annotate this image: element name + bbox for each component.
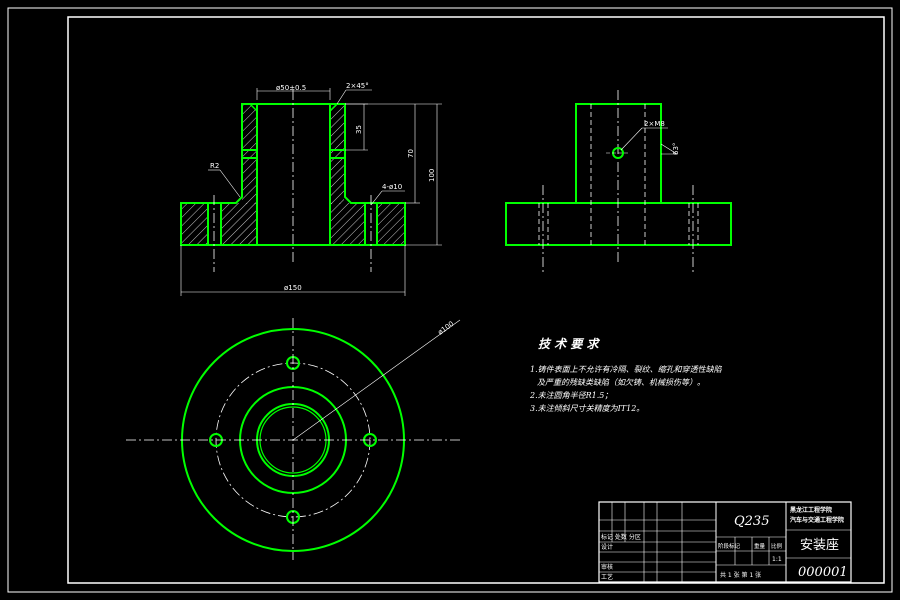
dim-35: 35 (355, 125, 363, 134)
side-flange (505, 202, 732, 246)
tech-line-3: 2.未注圆角半径R1.5； (529, 391, 612, 400)
side-view: 2×M8 63° (505, 90, 732, 272)
dim-70: 70 (407, 149, 415, 158)
front-section-view: ø50±0.5 2×45° 35 70 100 4-ø10 R2 ø150 (180, 82, 442, 296)
drawing-number: 000001 (798, 565, 848, 580)
dim-pcd: ø100 (436, 320, 455, 337)
tech-line-1: 1.铸件表面上不允许有冷隔、裂纹、缩孔和穿透性缺陷 (530, 365, 723, 374)
dim-holes: 4-ø10 (382, 183, 402, 191)
scale-value: 1:1 (772, 556, 782, 563)
scale-label: 比例 (771, 542, 783, 550)
hatch-right-tube (330, 104, 344, 204)
tech-requirements: 技 术 要 求 1.铸件表面上不允许有冷隔、裂纹、缩孔和穿透性缺陷 及严重的残缺… (529, 337, 723, 413)
dim-chamfer: 2×45° (346, 82, 369, 90)
dim-outer-dia: ø150 (284, 284, 302, 292)
row-label-2: 设计 (601, 543, 613, 551)
row-label-3: 审核 (601, 563, 613, 571)
hatch-right-flange (377, 203, 405, 245)
title-block: Q235 黑龙江工程学院 汽车与交通工程学院 安装座 000001 标记 处数 … (598, 501, 852, 583)
part-name: 安装座 (800, 538, 839, 553)
material: Q235 (734, 514, 769, 529)
school-2: 汽车与交通工程学院 (790, 516, 844, 524)
dim-100: 100 (428, 169, 436, 182)
hatch-left-inner (221, 203, 257, 245)
stage-label: 阶段标记 (718, 542, 741, 550)
top-view: ø100 (126, 318, 462, 560)
tech-line-2: 及严重的残缺类缺陷（如欠铸、机械损伤等）。 (537, 378, 705, 387)
sheet-count: 共 1 张 第 1 张 (720, 571, 761, 579)
school-1: 黑龙江工程学院 (790, 506, 832, 514)
outer-border (7, 7, 893, 593)
weight-label: 重量 (754, 542, 766, 550)
dim-side-hole: 2×M8 (644, 120, 665, 128)
side-boss (575, 103, 662, 204)
row-label-1: 标记 处数 分区 (601, 533, 641, 541)
row-label-4: 工艺 (601, 573, 613, 581)
hatch-left-flange (181, 203, 208, 245)
hatch-right-inner (330, 203, 365, 245)
inner-frame (67, 16, 885, 584)
tech-line-4: 3.未注倾斜尺寸关精度为IT12。 (530, 404, 644, 413)
hatch-left-tube (242, 104, 257, 204)
dim-angle: 63° (672, 143, 680, 155)
dim-fillet: R2 (210, 162, 219, 170)
tech-title: 技 术 要 求 (538, 337, 601, 351)
dim-bore-dia: ø50±0.5 (276, 84, 306, 92)
